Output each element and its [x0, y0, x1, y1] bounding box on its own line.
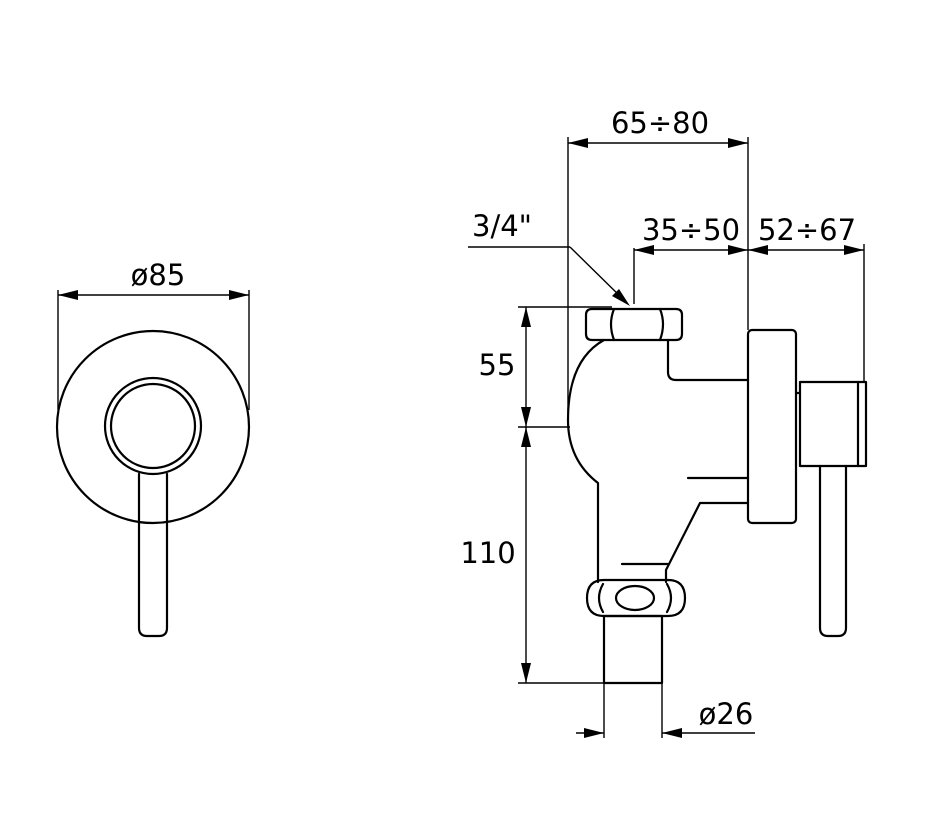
width-range-label: 65÷80 — [611, 106, 709, 140]
outlet-diameter-dimension: ø26 — [576, 683, 755, 738]
valve-body — [566, 338, 750, 584]
front-lever-handle — [137, 472, 169, 638]
inner-range-dimension: 35÷50 — [633, 213, 748, 304]
side-lever-handle — [818, 464, 848, 638]
thread-label: 3/4" — [472, 209, 532, 243]
front-view: ø85 — [55, 258, 251, 638]
inlet-hex-nut — [584, 307, 684, 342]
side-view: 65÷80 3/4" 35÷50 52÷67 — [460, 106, 868, 738]
handle-hub — [798, 380, 868, 468]
thread-dimension: 3/4" — [468, 209, 630, 306]
outlet-nut — [585, 578, 687, 618]
front-hub-inner — [109, 382, 197, 470]
front-hub-outer — [103, 376, 203, 476]
wall-flange — [746, 328, 798, 525]
outer-range-dimension: 52÷67 — [748, 213, 865, 382]
lower-height-label: 110 — [460, 536, 515, 570]
height-dimensions: 55 110 — [460, 306, 612, 684]
front-diameter-label: ø85 — [131, 258, 186, 292]
upper-height-label: 55 — [479, 348, 516, 382]
outlet-diameter-label: ø26 — [699, 697, 754, 731]
front-cover-plate — [55, 329, 251, 525]
outlet-pipe — [602, 614, 664, 685]
inner-range-label: 35÷50 — [642, 213, 740, 247]
outer-range-label: 52÷67 — [758, 213, 856, 247]
front-diameter-dimension: ø85 — [57, 258, 250, 410]
width-range-dimension: 65÷80 — [567, 106, 749, 420]
